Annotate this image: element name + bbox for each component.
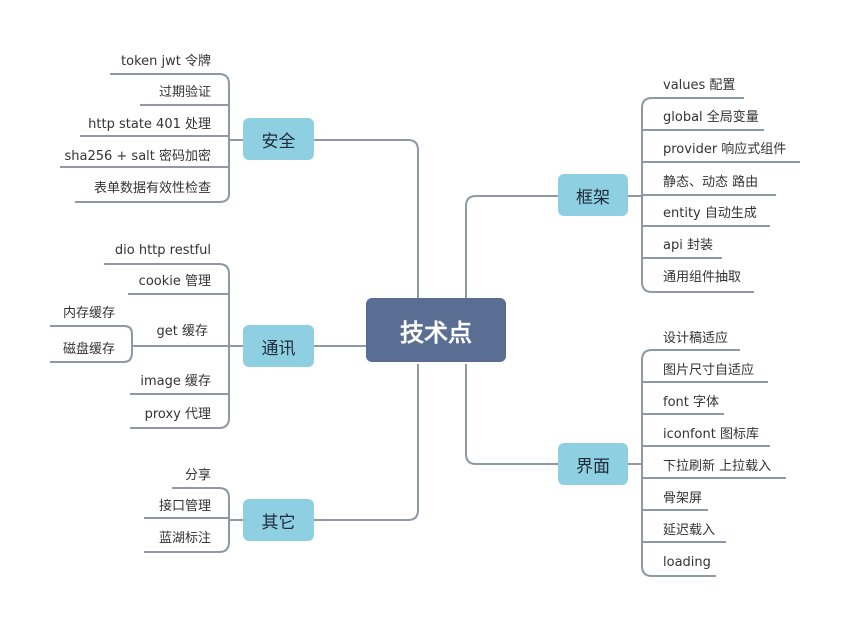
connector-ui-leaves <box>628 349 786 577</box>
leaf-get-cache-sub-item[interactable]: 内存缓存 <box>62 306 115 321</box>
leaf-framework-item[interactable]: 静态、动态 路由 <box>663 175 759 190</box>
leaf-ui-item[interactable]: 设计稿适应 <box>663 331 729 346</box>
leaf-security-item[interactable]: 表单数据有效性检查 <box>93 181 211 196</box>
leaf-framework-item[interactable]: entity 自动生成 <box>663 206 757 221</box>
leaf-security-item[interactable]: 过期验证 <box>158 85 211 100</box>
branch-security[interactable]: 安全 <box>243 118 314 160</box>
leaf-security-item[interactable]: token jwt 令牌 <box>121 54 211 69</box>
connector-root-security <box>314 139 419 298</box>
connector-root-ui <box>465 364 558 465</box>
connector-root-other <box>314 364 419 521</box>
leaf-comm-item[interactable]: get 缓存 <box>156 324 208 339</box>
leaf-security-item[interactable]: http state 401 处理 <box>88 117 211 132</box>
connector-root-framework <box>465 195 558 298</box>
branch-comm[interactable]: 通讯 <box>243 325 314 367</box>
leaf-comm-item[interactable]: cookie 管理 <box>138 274 211 289</box>
leaf-comm-item[interactable]: image 缓存 <box>140 374 211 389</box>
connector-framework-leaves <box>628 97 800 293</box>
leaf-ui-item[interactable]: font 字体 <box>663 395 719 410</box>
leaf-security-item[interactable]: sha256 + salt 密码加密 <box>64 149 211 164</box>
leaf-framework-item[interactable]: values 配置 <box>663 78 736 93</box>
leaf-ui-item[interactable]: 骨架屏 <box>663 491 703 506</box>
leaf-ui-item[interactable]: 延迟载入 <box>663 523 716 538</box>
leaf-ui-item[interactable]: 下拉刷新 上拉载入 <box>663 459 772 474</box>
leaf-comm-item[interactable]: dio http restful <box>114 243 211 258</box>
leaf-framework-item[interactable]: global 全局变量 <box>663 110 759 125</box>
leaf-framework-item[interactable]: 通用组件抽取 <box>663 270 742 285</box>
branch-framework[interactable]: 框架 <box>558 174 628 216</box>
connector-other-leaves <box>144 487 243 553</box>
branch-ui[interactable]: 界面 <box>558 443 628 485</box>
connector-security-leaves <box>60 73 243 203</box>
leaf-framework-item[interactable]: api 封装 <box>663 238 713 253</box>
connector-get-cache-sub <box>50 325 150 363</box>
leaf-framework-item[interactable]: provider 响应式组件 <box>663 142 787 157</box>
leaf-comm-item[interactable]: proxy 代理 <box>144 407 211 422</box>
connector-comm-leaves <box>104 263 243 429</box>
leaf-ui-item[interactable]: iconfont 图标库 <box>663 427 759 442</box>
root-node[interactable]: 技术点 <box>366 298 506 362</box>
leaf-other-item[interactable]: 分享 <box>184 468 211 483</box>
leaf-other-item[interactable]: 蓝湖标注 <box>158 531 211 546</box>
leaf-ui-item[interactable]: 图片尺寸自适应 <box>663 363 755 378</box>
leaf-ui-item[interactable]: loading <box>663 555 711 570</box>
leaf-get-cache-sub-item[interactable]: 磁盘缓存 <box>62 342 115 357</box>
leaf-other-item[interactable]: 接口管理 <box>158 499 211 514</box>
branch-other[interactable]: 其它 <box>243 499 314 541</box>
